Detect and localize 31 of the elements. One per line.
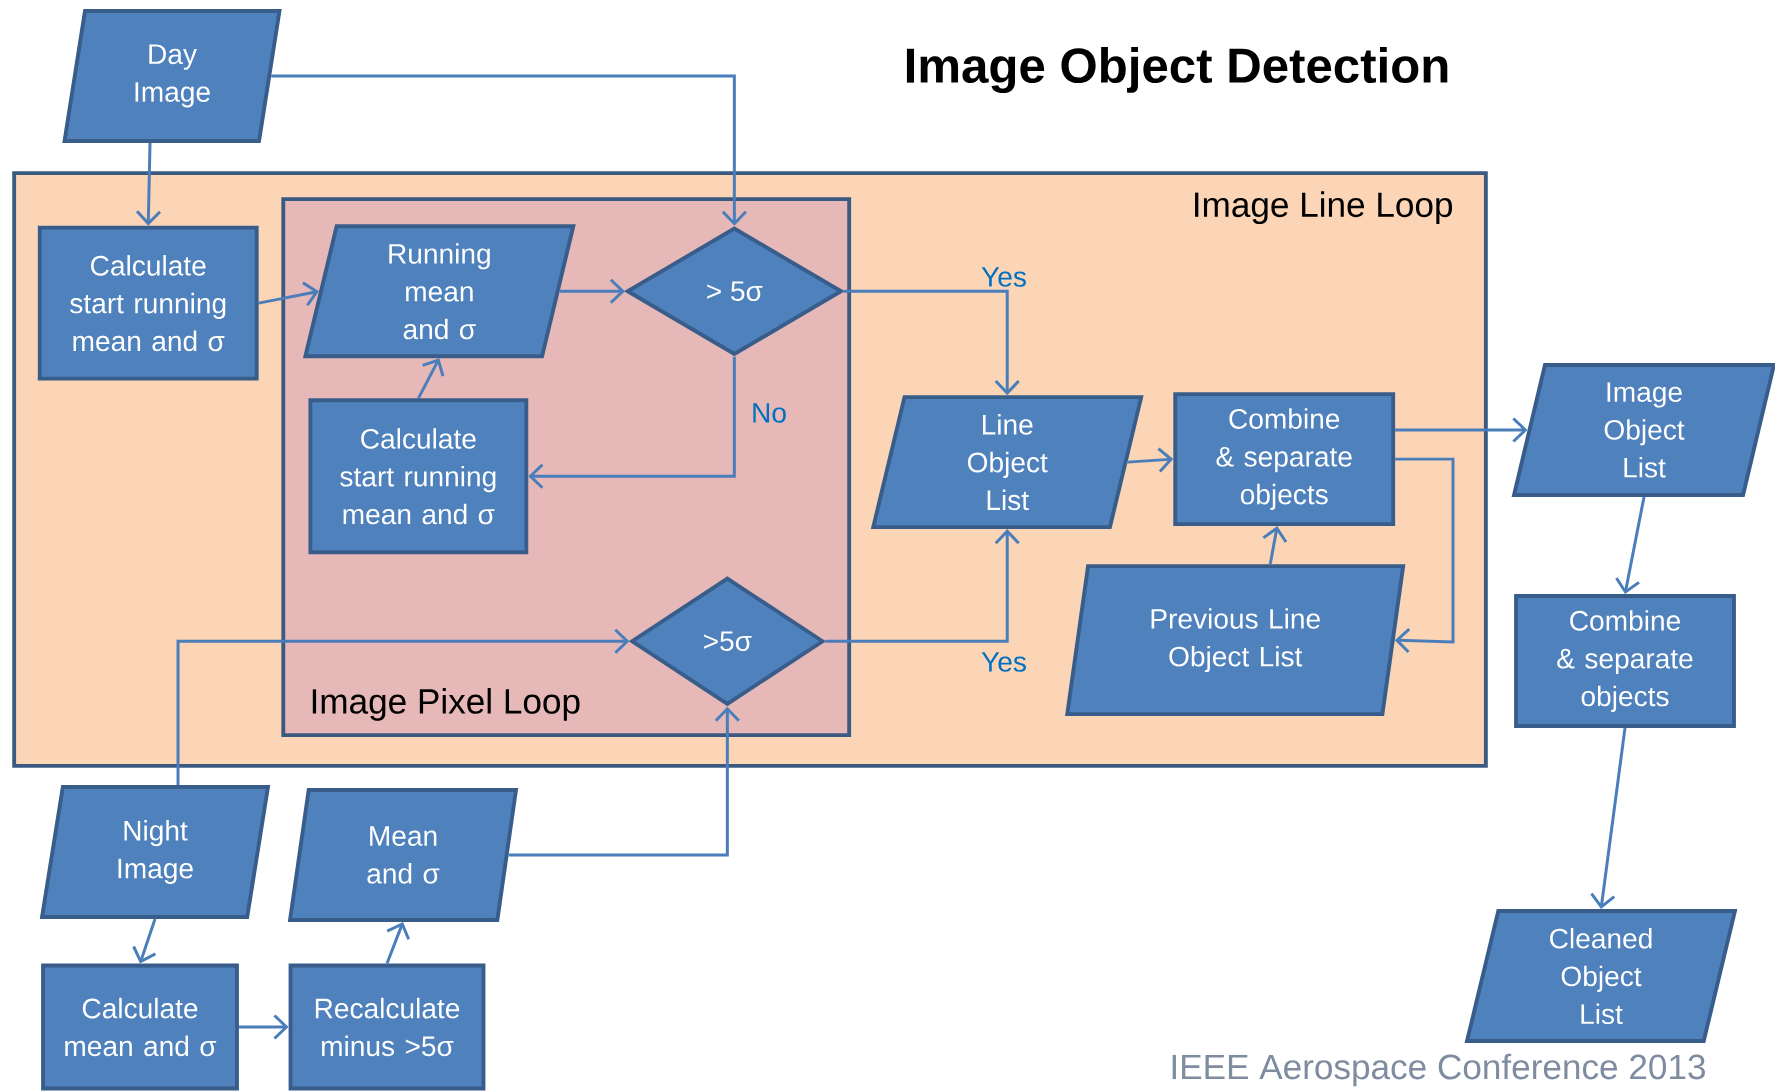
arrow xyxy=(238,1014,289,1040)
arrow xyxy=(508,706,740,857)
data-parallelogram: Day Image xyxy=(62,9,282,143)
arrow xyxy=(1395,417,1528,443)
process-box: Calculate start running mean and σ xyxy=(37,225,259,381)
arrow xyxy=(1590,727,1627,910)
arrow xyxy=(1262,526,1288,565)
edge-label: Yes xyxy=(979,650,1029,674)
arrow xyxy=(258,281,319,307)
arrow xyxy=(843,289,1020,396)
arrow xyxy=(1394,457,1455,654)
process-box: Combine & separate objects xyxy=(1173,392,1396,527)
arrow xyxy=(135,142,162,226)
arrow xyxy=(825,529,1020,643)
title: Image Object Detection xyxy=(906,47,1448,94)
arrow xyxy=(528,356,736,489)
arrow xyxy=(271,74,747,226)
process-box: Calculate start running mean and σ xyxy=(308,398,529,555)
arrow xyxy=(1615,496,1646,595)
data-parallelogram: Previous Line Object List xyxy=(1065,564,1406,717)
edge-label: No xyxy=(749,401,789,425)
process-box: Calculate mean and σ xyxy=(41,963,239,1091)
process-box: Recalculate minus >5σ xyxy=(288,963,486,1091)
arrow xyxy=(417,358,445,400)
arrow xyxy=(132,918,157,964)
arrow xyxy=(1127,447,1174,473)
arrow xyxy=(385,921,411,965)
edge-label: Yes xyxy=(979,265,1029,289)
arrow xyxy=(176,628,630,786)
process-box: Combine & separate objects xyxy=(1514,594,1736,728)
arrow xyxy=(559,278,625,304)
